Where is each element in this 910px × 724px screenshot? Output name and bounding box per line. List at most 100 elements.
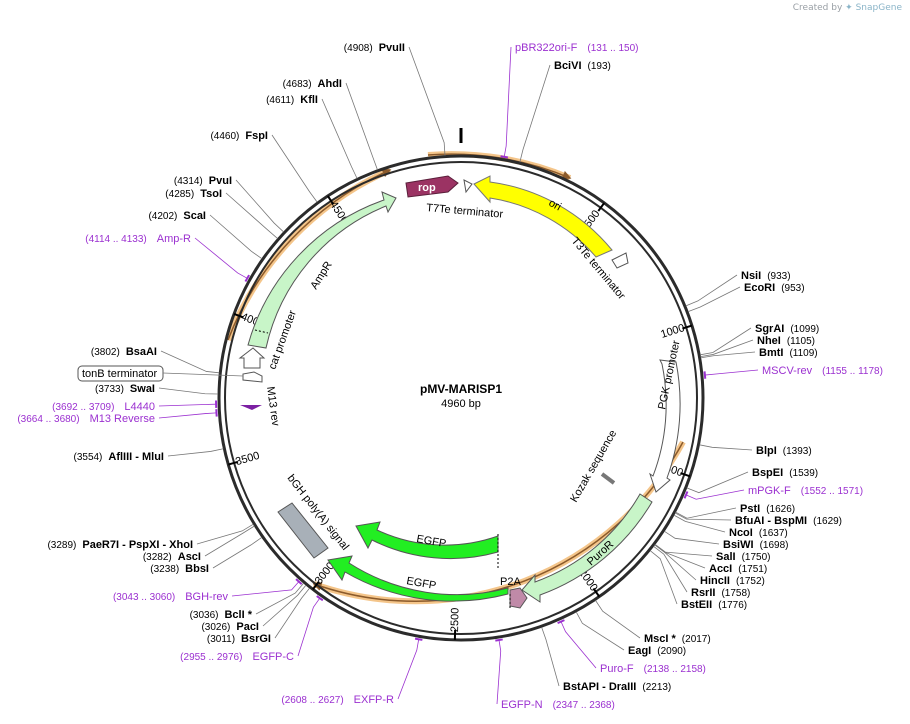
plasmid-name: pMV-MARISP1: [420, 382, 502, 396]
tick-mark: [680, 472, 691, 478]
enzyme-name: BciVI: [554, 60, 582, 72]
backbone: [217, 128, 705, 642]
enzyme-leader-line: [255, 582, 304, 615]
primer-mark: [316, 595, 324, 602]
enzyme-position: (1539): [789, 468, 818, 479]
enzyme-leader-line: [541, 627, 560, 687]
enzyme-leader-line: [160, 350, 220, 374]
enzyme-site[interactable]: BmtI(1109): [700, 347, 818, 359]
enzyme-site[interactable]: AscI(3282): [143, 525, 255, 563]
enzyme-site[interactable]: BsiWI(1698): [664, 530, 789, 551]
enzyme-position: (1698): [760, 540, 789, 551]
enzyme-leader-line: [167, 448, 224, 457]
snapgene-credit: Created by ✦ SnapGene: [793, 3, 902, 13]
enzyme-name: BspEI: [752, 467, 783, 479]
enzyme-position: (4611): [266, 95, 294, 106]
enzyme-name: AflIII - MluI: [108, 451, 164, 463]
enzyme-site[interactable]: TsoI(4285): [165, 188, 278, 239]
feature-p2a[interactable]: P2A: [500, 576, 528, 609]
enzyme-site[interactable]: KflI (4611): [266, 94, 358, 179]
enzyme-site[interactable]: BfuAI - BspMI(1629): [674, 512, 842, 527]
enzyme-site[interactable]: PaeR7I - PspXI - XhoI(3289): [47, 523, 254, 551]
enzyme-site[interactable]: RsrII(1758): [653, 545, 751, 599]
feature-bgh-polya[interactable]: bGH poly(A) signal: [277, 472, 351, 559]
primer-site[interactable]: mPGK-F(1552 .. 1571): [683, 485, 864, 500]
enzyme-leader-line: [235, 179, 284, 233]
feature-label-m13-rev: M13 rev: [264, 386, 281, 428]
enzyme-name: SgrAI: [755, 323, 784, 335]
enzyme-site[interactable]: ScaI(4202): [148, 210, 263, 260]
enzyme-site[interactable]: MscI *(2017): [595, 600, 711, 645]
enzyme-site[interactable]: BstAPI - DraIII (2213): [541, 627, 672, 693]
primer-name: Puro-F: [600, 663, 634, 675]
enzyme-name: PvuII: [379, 42, 405, 54]
feature-ampr[interactable]: AmpR: [247, 191, 397, 349]
enzyme-position: (4314): [174, 176, 203, 187]
feature-pgk-promoter[interactable]: PGK promoter: [649, 339, 683, 493]
primer-name: EGFP-N: [501, 699, 543, 711]
feature-rop[interactable]: rop: [405, 175, 459, 198]
enzyme-leader-line: [649, 550, 678, 605]
enzyme-site[interactable]: PvuII(4908): [344, 42, 446, 156]
enzyme-position: (3733): [95, 384, 124, 395]
enzyme-site[interactable]: PstI(1626): [675, 503, 796, 519]
enzyme-position: (2213): [642, 682, 671, 693]
feature-egfp-inner[interactable]: EGFP: [355, 521, 499, 570]
enzyme-site[interactable]: BsrGI(3011): [207, 587, 310, 645]
primer-site[interactable]: MSCV-rev(1155 .. 1178): [703, 365, 883, 379]
enzyme-position: (3011): [207, 634, 235, 645]
enzyme-site[interactable]: BbsI(3238): [150, 536, 263, 575]
primer-site[interactable]: M13 Reverse(3664 .. 3680): [17, 409, 218, 425]
enzyme-site[interactable]: PacI(3026): [201, 584, 307, 633]
enzyme-leader-line: [519, 64, 551, 163]
enzyme-position: (3026): [201, 622, 230, 633]
primer-site[interactable]: EGFP-N(2347 .. 2368): [495, 638, 615, 711]
enzyme-leader-line: [653, 545, 688, 593]
primer-site[interactable]: pBR322ori-F(131 .. 150): [500, 42, 639, 159]
enzyme-site[interactable]: BspEI (1539): [686, 467, 818, 494]
enzyme-name: BlpI: [756, 445, 777, 457]
enzyme-site[interactable]: NcoI(1637): [673, 514, 788, 539]
enzyme-leader-line: [408, 46, 446, 156]
enzyme-site[interactable]: AhdI(4683): [283, 78, 378, 170]
enzyme-name: BstAPI - DraIII: [563, 681, 636, 693]
feature-egfp-outer[interactable]: EGFP: [327, 555, 511, 610]
tick-mark: [597, 202, 606, 212]
enzyme-name: SalI: [716, 551, 736, 563]
feature-ori[interactable]: ori: [473, 175, 613, 258]
primer-site[interactable]: EXFP-R(2608 .. 2627): [281, 637, 423, 706]
feature-kozak[interactable]: Kozak sequence: [568, 428, 619, 504]
primer-site[interactable]: Amp-R(4114 .. 4133): [85, 233, 250, 283]
enzyme-leader-line: [274, 587, 310, 639]
tonb-terminator-box[interactable]: tonB terminator: [77, 365, 244, 382]
primer-site[interactable]: Puro-F(2138 .. 2158): [557, 619, 706, 675]
enzyme-site[interactable]: NheI(1105): [700, 335, 815, 358]
feature-tonb-arrow[interactable]: [242, 371, 263, 383]
enzyme-position: (1751): [738, 564, 767, 575]
primer-site[interactable]: L4440(3692 .. 3709): [52, 400, 218, 413]
enzyme-position: (1626): [766, 504, 795, 515]
enzyme-name: KflI: [300, 94, 318, 106]
enzyme-site[interactable]: PvuI(4314): [174, 175, 284, 233]
enzyme-site[interactable]: NsiI(933): [685, 270, 791, 307]
feature-m13-rev[interactable]: M13 rev: [240, 386, 282, 428]
enzyme-name: HincII: [700, 575, 730, 587]
enzyme-site[interactable]: HincII(1752): [654, 544, 765, 587]
enzyme-site[interactable]: BclI *(3036): [190, 582, 304, 621]
enzyme-site[interactable]: BlpI(1393): [699, 444, 812, 457]
enzyme-site[interactable]: BsaAI(3802): [91, 346, 220, 374]
enzyme-position: (3036): [190, 610, 219, 621]
primer-site[interactable]: EGFP-C(2955 .. 2976): [180, 595, 324, 663]
enzyme-site[interactable]: SgrAI(1099): [700, 323, 819, 356]
primer-name: Amp-R: [157, 233, 191, 245]
enzyme-site[interactable]: EagI(2090): [575, 611, 686, 657]
enzyme-leader-line: [675, 507, 737, 519]
enzyme-site[interactable]: EcoRI(953): [687, 282, 805, 312]
tick-mark: [682, 324, 693, 330]
enzyme-site[interactable]: AflIII - MluI(3554): [73, 448, 224, 463]
primer-site[interactable]: BGH-rev(3043 .. 3060): [113, 578, 303, 603]
enzyme-site[interactable]: BstEII(1776): [649, 550, 747, 611]
enzyme-site[interactable]: BciVI(193): [519, 60, 611, 163]
enzyme-site[interactable]: SwaI(3733): [95, 383, 219, 395]
enzyme-site[interactable]: FspI(4460): [210, 130, 318, 203]
